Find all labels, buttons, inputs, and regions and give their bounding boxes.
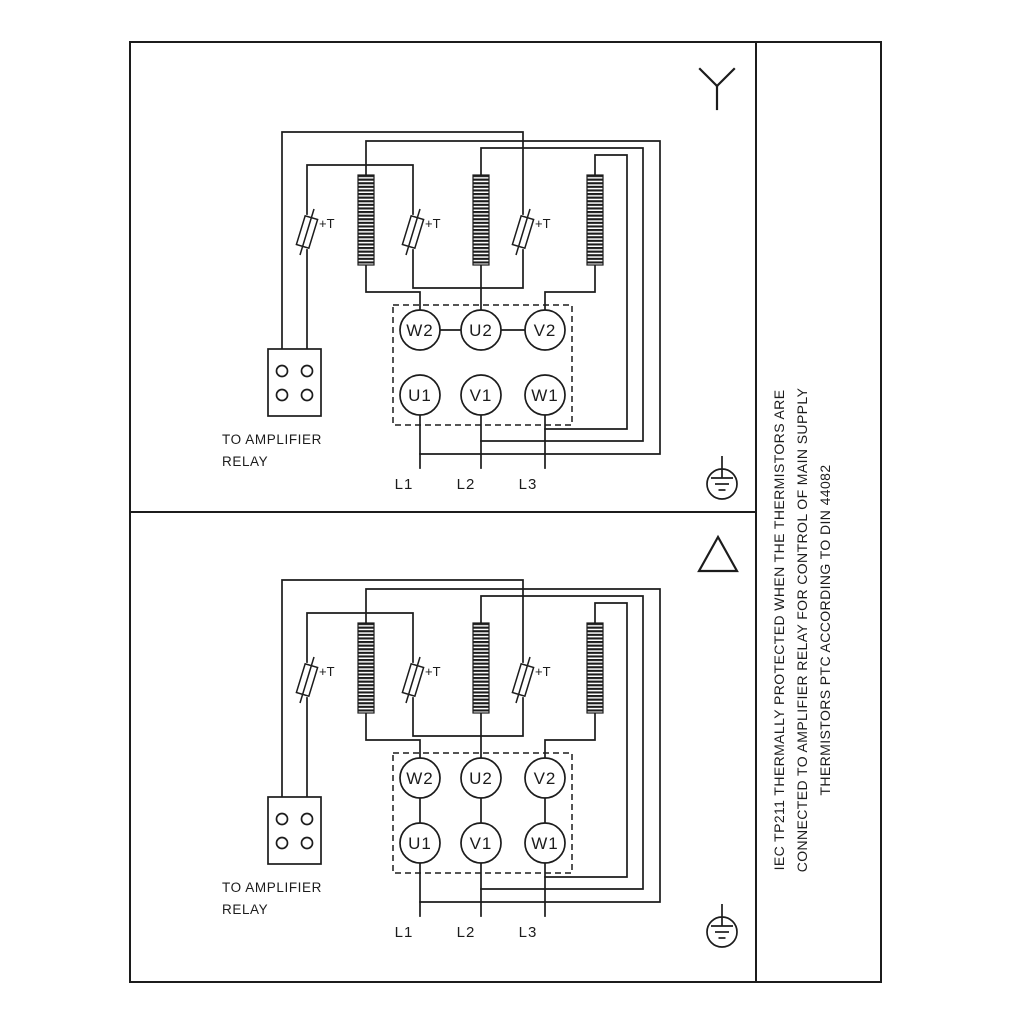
relay-contact (300, 836, 314, 850)
terminal-u1 (399, 822, 441, 864)
panel-star: +T +T +T W2 U2 V2 U1 V1 W1 TO AMPLIFIER … (222, 67, 738, 500)
amplifier-relay-block: TO AMPLIFIER RELAY (222, 796, 322, 917)
drawing-frame (129, 41, 882, 983)
side-note-line3: THERMISTORS PTC ACCORDING TO DIN 44082 (817, 464, 833, 795)
motor-winding-icon (472, 622, 490, 714)
relay-box (267, 796, 322, 865)
thermistor-icon (295, 656, 319, 704)
relay-contact (275, 836, 289, 850)
terminal-label: W1 (531, 386, 559, 405)
delta-connection-icon (697, 534, 739, 573)
terminal-label: U1 (408, 386, 432, 405)
side-note-line2: CONNECTED TO AMPLIFIER RELAY FOR CONTROL… (794, 387, 810, 872)
terminal-v1 (460, 822, 502, 864)
terminal-v2 (524, 309, 566, 351)
terminal-label: V1 (470, 386, 493, 405)
supply-wires (419, 862, 546, 917)
relay-contact (300, 388, 314, 402)
thermistor-chain-wires (281, 131, 524, 350)
motor-winding-icon (586, 622, 604, 714)
relay-contact (300, 364, 314, 378)
supply-l2-label: L2 (457, 476, 476, 493)
star-connection-icon (698, 67, 736, 111)
terminal-w2 (399, 757, 441, 799)
coil-circuit-wires (365, 140, 661, 455)
relay-note-line2: RELAY (222, 454, 268, 469)
relay-note-line2: RELAY (222, 902, 268, 917)
motor-winding-icon (357, 174, 375, 266)
terminal-block: W2 U2 V2 U1 V1 W1 (399, 757, 566, 864)
thermistor-label: +T (535, 216, 551, 231)
supply-l3-label: L3 (519, 476, 538, 493)
thermistor-icon (511, 656, 535, 704)
thermistor-label: +T (425, 216, 441, 231)
side-note: IEC TP211 THERMALLY PROTECTED WHEN THE T… (771, 387, 833, 872)
supply-l3-label: L3 (519, 924, 538, 941)
supply-l2-label: L2 (457, 924, 476, 941)
terminal-w2 (399, 309, 441, 351)
motor-winding-icon (357, 622, 375, 714)
relay-contact (275, 388, 289, 402)
supply-l1-label: L1 (395, 924, 414, 941)
thermistor-chain-wires (281, 579, 524, 798)
supply-labels: L1 L2 L3 (395, 476, 538, 493)
thermistor-label: +T (319, 664, 335, 679)
terminal-label: W2 (406, 321, 434, 340)
thermistor-icon (295, 208, 319, 256)
supply-wires (419, 414, 546, 469)
terminal-u2 (460, 309, 502, 351)
relay-contact (275, 812, 289, 826)
terminal-u2 (460, 757, 502, 799)
terminal-label: U1 (408, 834, 432, 853)
terminal-w1 (524, 374, 566, 416)
thermistor-icon (511, 208, 535, 256)
thermistor-icon (401, 208, 425, 256)
relay-note-line1: TO AMPLIFIER (222, 432, 322, 447)
terminal-w1 (524, 822, 566, 864)
thermistor-icon (401, 656, 425, 704)
supply-labels: L1 L2 L3 (395, 924, 538, 941)
terminal-label: W1 (531, 834, 559, 853)
terminal-v1 (460, 374, 502, 416)
delta-bridge-links (419, 797, 546, 824)
motor-winding-icon (472, 174, 490, 266)
terminal-u1 (399, 374, 441, 416)
terminal-label: W2 (406, 769, 434, 788)
terminal-label: U2 (469, 321, 493, 340)
earth-ground-icon (706, 455, 738, 500)
relay-contact (300, 812, 314, 826)
panel-delta: +T +T +T W2 U2 V2 U1 V1 W1 TO AMPLIFIER … (222, 534, 739, 948)
relay-note-line1: TO AMPLIFIER (222, 880, 322, 895)
side-note-line1: IEC TP211 THERMALLY PROTECTED WHEN THE T… (771, 390, 787, 871)
motor-winding-icon (586, 174, 604, 266)
terminal-label: V2 (534, 321, 557, 340)
relay-box (267, 348, 322, 417)
relay-contact (275, 364, 289, 378)
terminal-label: V1 (470, 834, 493, 853)
terminal-block: W2 U2 V2 U1 V1 W1 (399, 309, 566, 416)
thermistor-label: +T (425, 664, 441, 679)
terminal-label: U2 (469, 769, 493, 788)
earth-ground-icon (706, 903, 738, 948)
terminal-v2 (524, 757, 566, 799)
supply-l1-label: L1 (395, 476, 414, 493)
coil-circuit-wires (365, 588, 661, 903)
thermistor-label: +T (319, 216, 335, 231)
amplifier-relay-block: TO AMPLIFIER RELAY (222, 348, 322, 469)
thermistor-label: +T (535, 664, 551, 679)
terminal-label: V2 (534, 769, 557, 788)
